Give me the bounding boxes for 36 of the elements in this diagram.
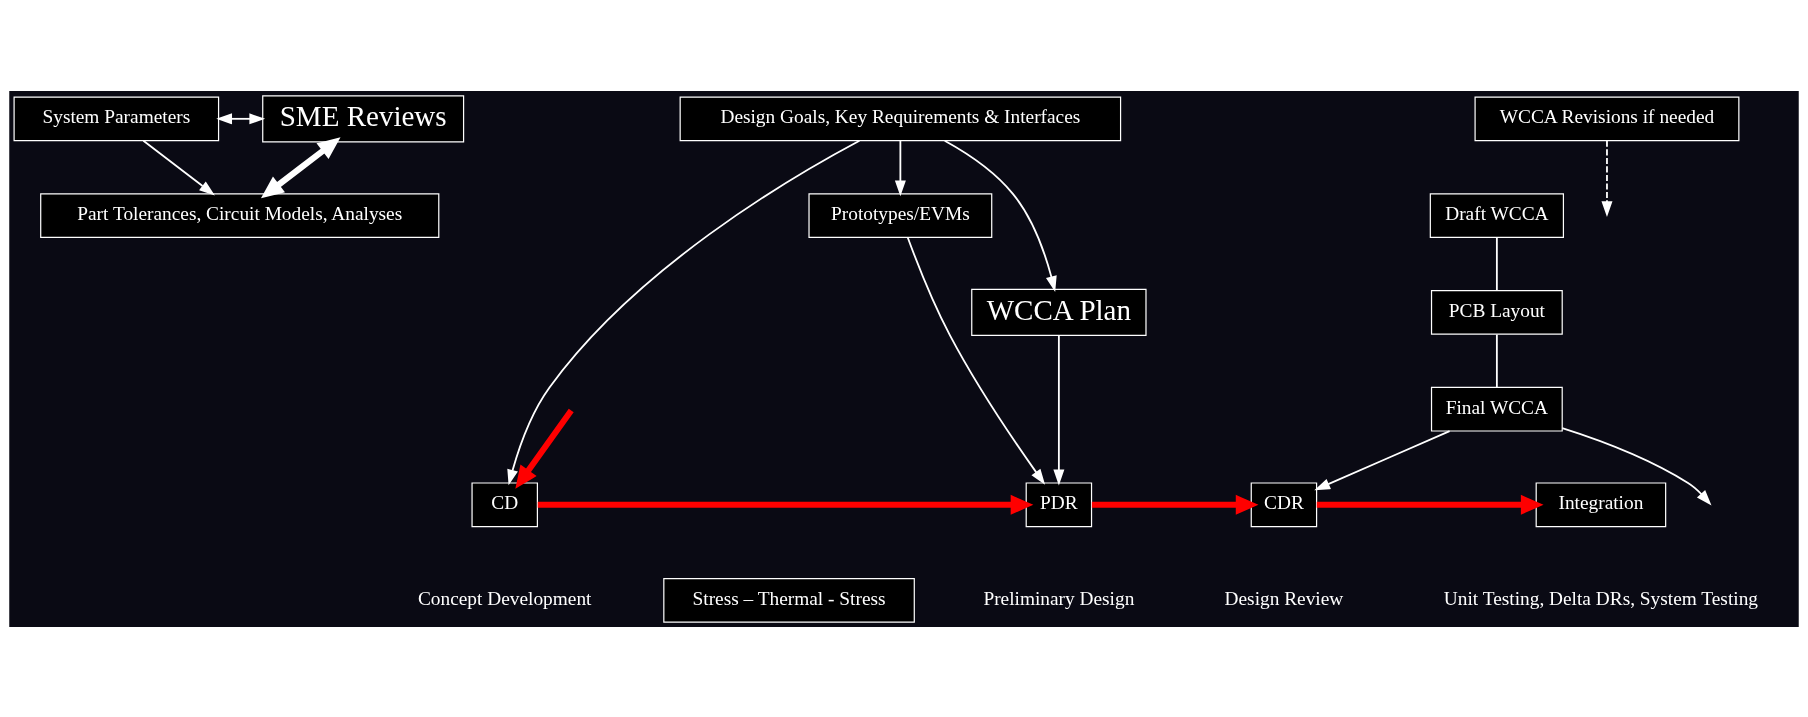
arrow [537, 494, 1034, 515]
node-box: PCB Layout [1430, 289, 1563, 335]
node-label: Preliminary Design [983, 587, 1135, 609]
node-box: Draft WCCA [1429, 192, 1564, 238]
arrow [906, 236, 1046, 485]
node-box: WCCA Plan [971, 288, 1147, 336]
node-box: CDR [1250, 481, 1318, 527]
arrow [943, 139, 1057, 292]
node-box: Stress – Thermal - Stress [663, 577, 915, 623]
node-box: Final WCCA [1430, 386, 1563, 432]
node-box: Part Tolerances, Circuit Models, Analyses [40, 192, 440, 238]
arrow [1561, 426, 1712, 505]
arrow [507, 408, 574, 489]
node-box: Design Goals, Key Requirements & Interfaces [679, 95, 1122, 141]
arrow [1316, 494, 1544, 515]
arrow [142, 139, 215, 195]
arrow [216, 112, 266, 124]
node-box: PDR [1025, 481, 1093, 527]
arrow [507, 139, 861, 485]
node-box: WCCA Revisions if needed [1474, 95, 1740, 141]
arrow [1053, 334, 1065, 485]
node-box: Prototypes/EVMs [808, 192, 993, 238]
node-label: Unit Testing, Delta DRs, System Testing [1443, 587, 1758, 609]
arrow [1091, 494, 1259, 515]
node-box: CD [471, 481, 538, 527]
node-box: SME Reviews [262, 94, 465, 142]
node-label: Concept Development [417, 587, 592, 609]
node-label: Design Review [1224, 587, 1344, 609]
arrow [260, 136, 341, 198]
arrow [894, 139, 906, 196]
connector [1495, 333, 1498, 388]
node-box: System Parameters [13, 95, 220, 141]
connector [1495, 236, 1498, 291]
arrow [1314, 429, 1451, 490]
arrow [1601, 139, 1613, 217]
node-box: Integration [1535, 481, 1667, 527]
